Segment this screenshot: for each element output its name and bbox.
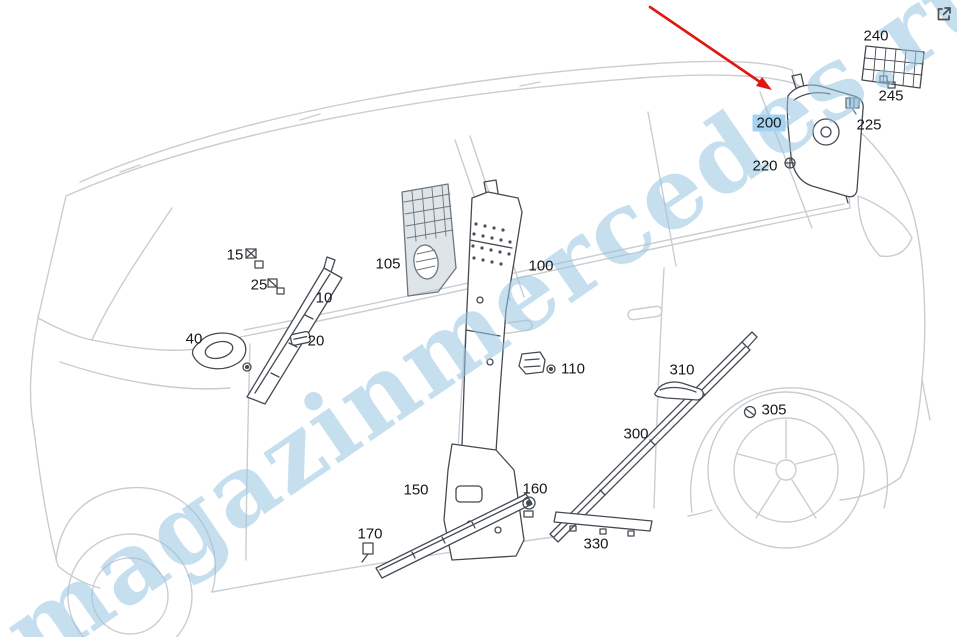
part-label-310[interactable]: 310 bbox=[669, 361, 695, 379]
part-label-40[interactable]: 40 bbox=[185, 330, 203, 348]
part-label-200-selected[interactable]: 200 bbox=[752, 114, 786, 132]
part-drawing-25 bbox=[267, 278, 285, 295]
part-drawing-305 bbox=[743, 405, 757, 419]
part-label-15[interactable]: 15 bbox=[226, 246, 244, 264]
part-label-225[interactable]: 225 bbox=[856, 116, 882, 134]
part-label-220[interactable]: 220 bbox=[752, 157, 778, 175]
part-drawing-40 bbox=[191, 332, 252, 372]
part-label-100[interactable]: 100 bbox=[528, 257, 554, 275]
part-label-170[interactable]: 170 bbox=[357, 525, 383, 543]
part-label-25[interactable]: 25 bbox=[250, 276, 268, 294]
part-drawing-245 bbox=[879, 75, 896, 89]
part-label-300[interactable]: 300 bbox=[623, 425, 649, 443]
part-drawing-200 bbox=[786, 73, 864, 204]
part-drawing-110 bbox=[518, 351, 556, 375]
part-label-240[interactable]: 240 bbox=[863, 27, 889, 45]
part-drawing-105 bbox=[401, 183, 457, 297]
part-label-160[interactable]: 160 bbox=[522, 480, 548, 498]
part-drawing-220 bbox=[784, 157, 796, 169]
part-drawing-330 bbox=[553, 511, 653, 537]
part-label-245[interactable]: 245 bbox=[878, 87, 904, 105]
open-in-new-button[interactable] bbox=[932, 3, 954, 25]
part-drawing-240 bbox=[861, 45, 925, 89]
part-label-10[interactable]: 10 bbox=[315, 289, 333, 307]
part-label-150[interactable]: 150 bbox=[403, 481, 429, 499]
part-drawing-150 bbox=[375, 493, 533, 579]
open-in-new-icon bbox=[937, 6, 951, 20]
pointer-arrow bbox=[648, 5, 772, 90]
part-label-330[interactable]: 330 bbox=[583, 535, 609, 553]
part-drawing-20 bbox=[289, 330, 311, 346]
part-drawing-170 bbox=[361, 542, 374, 563]
part-label-20[interactable]: 20 bbox=[307, 332, 325, 350]
part-drawing-310 bbox=[654, 381, 704, 401]
part-drawing-225 bbox=[845, 97, 860, 115]
part-label-110[interactable]: 110 bbox=[561, 360, 585, 378]
part-label-305[interactable]: 305 bbox=[761, 401, 787, 419]
part-label-105[interactable]: 105 bbox=[375, 255, 401, 273]
part-drawing-15 bbox=[245, 248, 264, 269]
part-drawing-160 bbox=[522, 496, 536, 518]
